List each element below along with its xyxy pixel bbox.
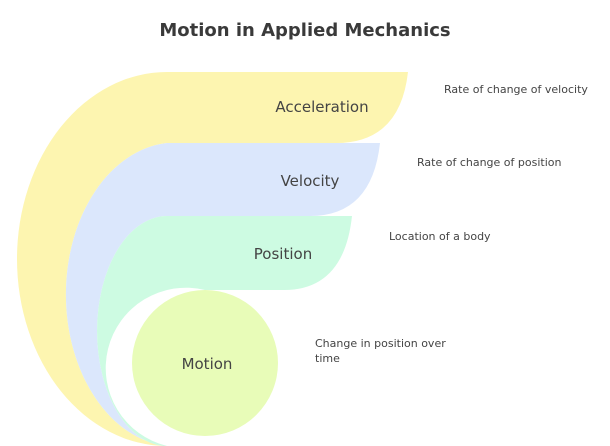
diagram-title: Motion in Applied Mechanics (159, 20, 450, 41)
velocity-layer-shape (65, 143, 380, 446)
motion-description-line-1: Change in position over (315, 337, 446, 350)
position-label: Position (254, 245, 312, 263)
motion-label: Motion (182, 355, 233, 373)
motion-description-line-2: time (315, 352, 340, 365)
velocity-description: Rate of change of position (417, 156, 561, 169)
position-layer-shape (97, 216, 352, 446)
motion-core-circle (132, 290, 278, 436)
velocity-label: Velocity (281, 172, 340, 190)
acceleration-label: Acceleration (275, 98, 368, 116)
position-description: Location of a body (389, 230, 491, 243)
acceleration-layer-shape (17, 72, 408, 446)
acceleration-description: Rate of change of velocity (444, 83, 588, 96)
